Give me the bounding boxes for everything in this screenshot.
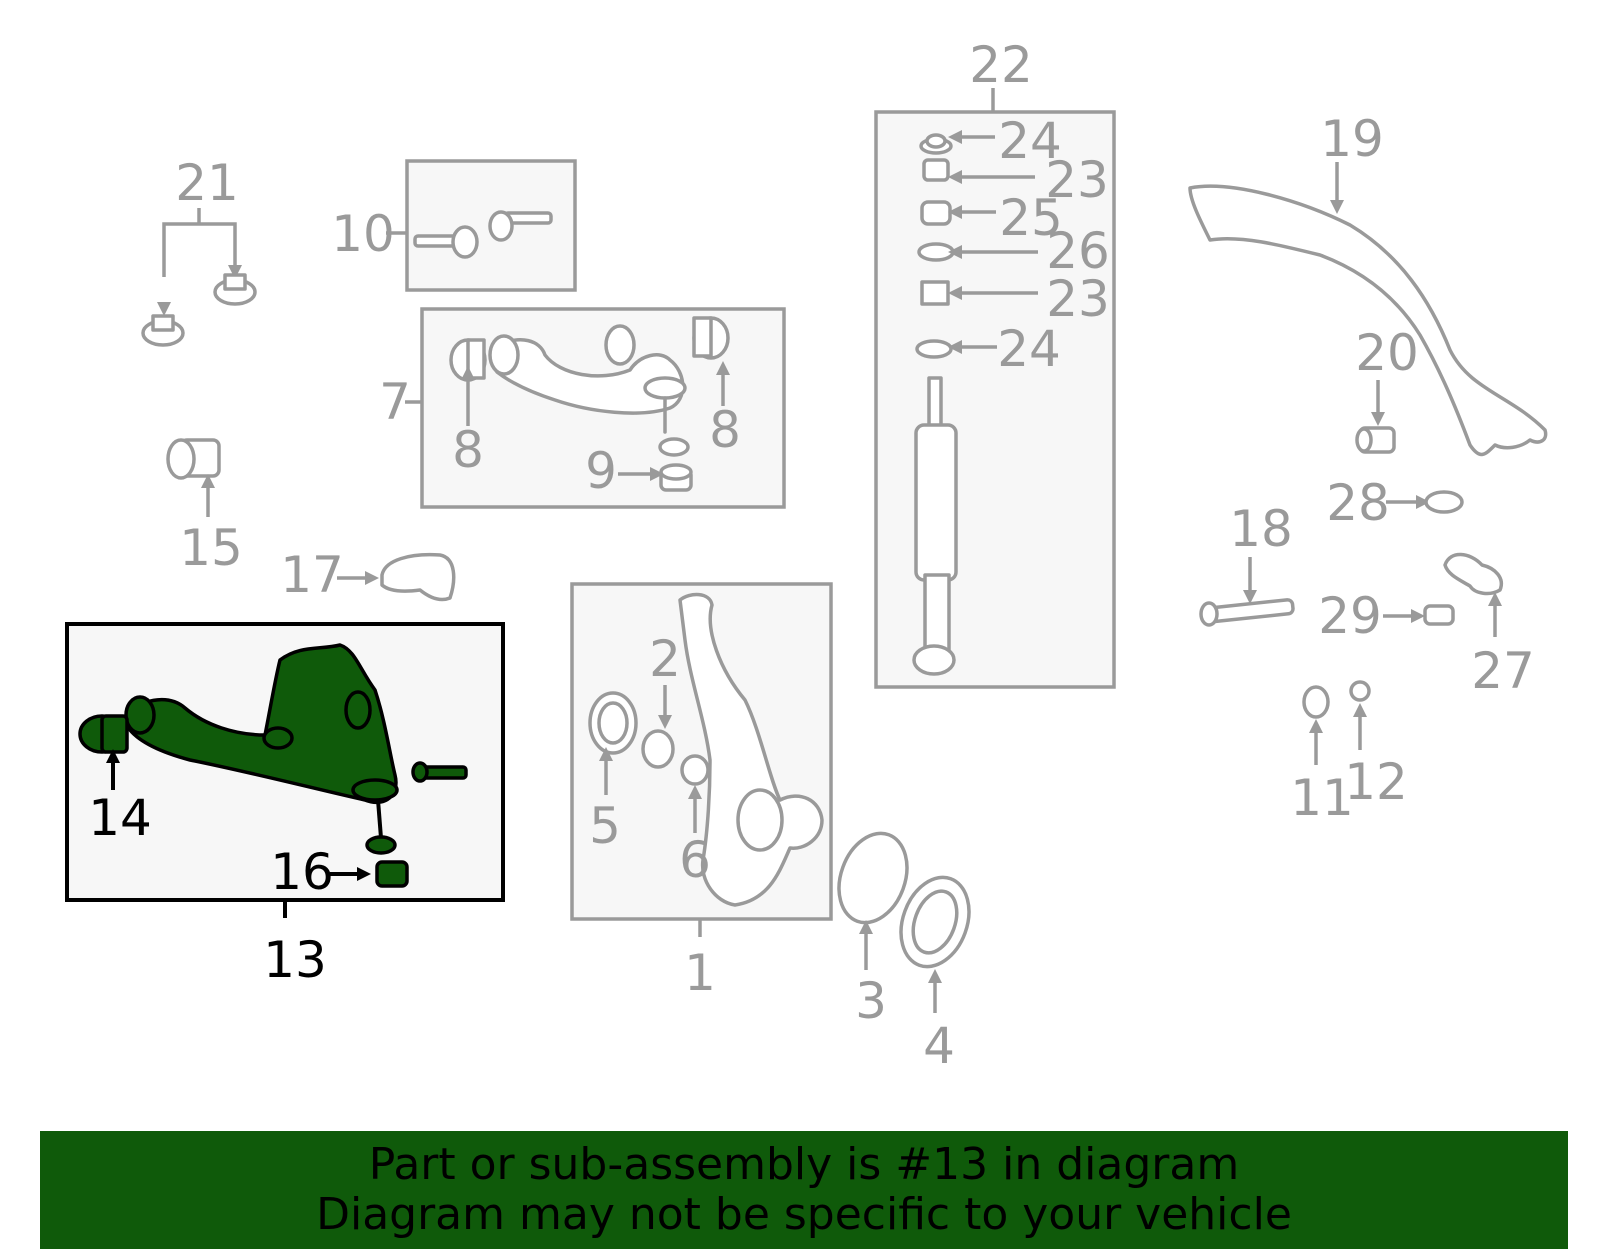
part-29-clip — [1383, 604, 1455, 626]
callout-20: 20 — [1355, 324, 1419, 382]
part-20-bushing — [1355, 380, 1396, 454]
callout-5: 5 — [589, 797, 621, 855]
callout-17: 17 — [280, 546, 344, 604]
callout-1: 1 — [684, 944, 716, 1002]
callout-12: 12 — [1344, 753, 1408, 811]
part-11-12-nuts — [1302, 680, 1371, 765]
callout-23-top: 23 — [1045, 151, 1109, 209]
callout-3: 3 — [855, 972, 887, 1030]
part-15-bushing — [166, 438, 221, 517]
part-1-knuckle — [588, 592, 824, 937]
callout-28: 28 — [1326, 474, 1390, 532]
part-18-pin — [1199, 557, 1295, 627]
banner-line-disclaimer: Diagram may not be specific to your vehi… — [316, 1189, 1292, 1240]
callout-6: 6 — [679, 831, 711, 889]
callout-19: 19 — [1320, 110, 1384, 168]
callout-24-bottom: 24 — [997, 320, 1061, 378]
part-22-shock-absorber — [912, 88, 1038, 676]
callout-13[interactable]: 13 — [263, 931, 327, 989]
callout-9: 9 — [585, 442, 617, 500]
callout-16: 16 — [270, 843, 334, 901]
callout-8-left: 8 — [452, 421, 484, 479]
part-27-bracket — [1443, 552, 1503, 637]
callout-21: 21 — [175, 154, 239, 212]
info-banner: Part or sub-assembly is #13 in diagram D… — [40, 1131, 1568, 1249]
callout-25: 25 — [999, 189, 1063, 247]
callout-26: 26 — [1046, 222, 1110, 280]
callout-2: 2 — [649, 630, 681, 688]
callout-27: 27 — [1471, 642, 1535, 700]
callout-14: 14 — [88, 789, 152, 847]
part-13-lower-arm-highlighted[interactable] — [78, 643, 468, 918]
part-3-4-gaskets — [837, 831, 971, 1013]
callout-10: 10 — [331, 205, 395, 263]
part-19-frame — [1188, 162, 1548, 457]
callout-18: 18 — [1229, 500, 1293, 558]
callout-24-top: 24 — [998, 112, 1062, 170]
callout-11: 11 — [1290, 769, 1354, 827]
part-7-upper-arm — [405, 316, 730, 492]
banner-line-part: Part or sub-assembly is #13 in diagram — [368, 1139, 1240, 1190]
part-17-bracket — [337, 552, 456, 602]
callout-4: 4 — [923, 1017, 955, 1075]
part-10-bolts — [386, 210, 553, 259]
group-box-22 — [874, 110, 1116, 689]
callout-15: 15 — [179, 519, 243, 577]
part-28-clip — [1386, 490, 1464, 514]
callout-7: 7 — [379, 373, 411, 431]
callout-22: 22 — [969, 36, 1033, 94]
callout-29: 29 — [1318, 587, 1382, 645]
callout-23-bottom: 23 — [1046, 270, 1110, 328]
callout-8-right: 8 — [709, 401, 741, 459]
part-21-nuts — [141, 208, 257, 347]
